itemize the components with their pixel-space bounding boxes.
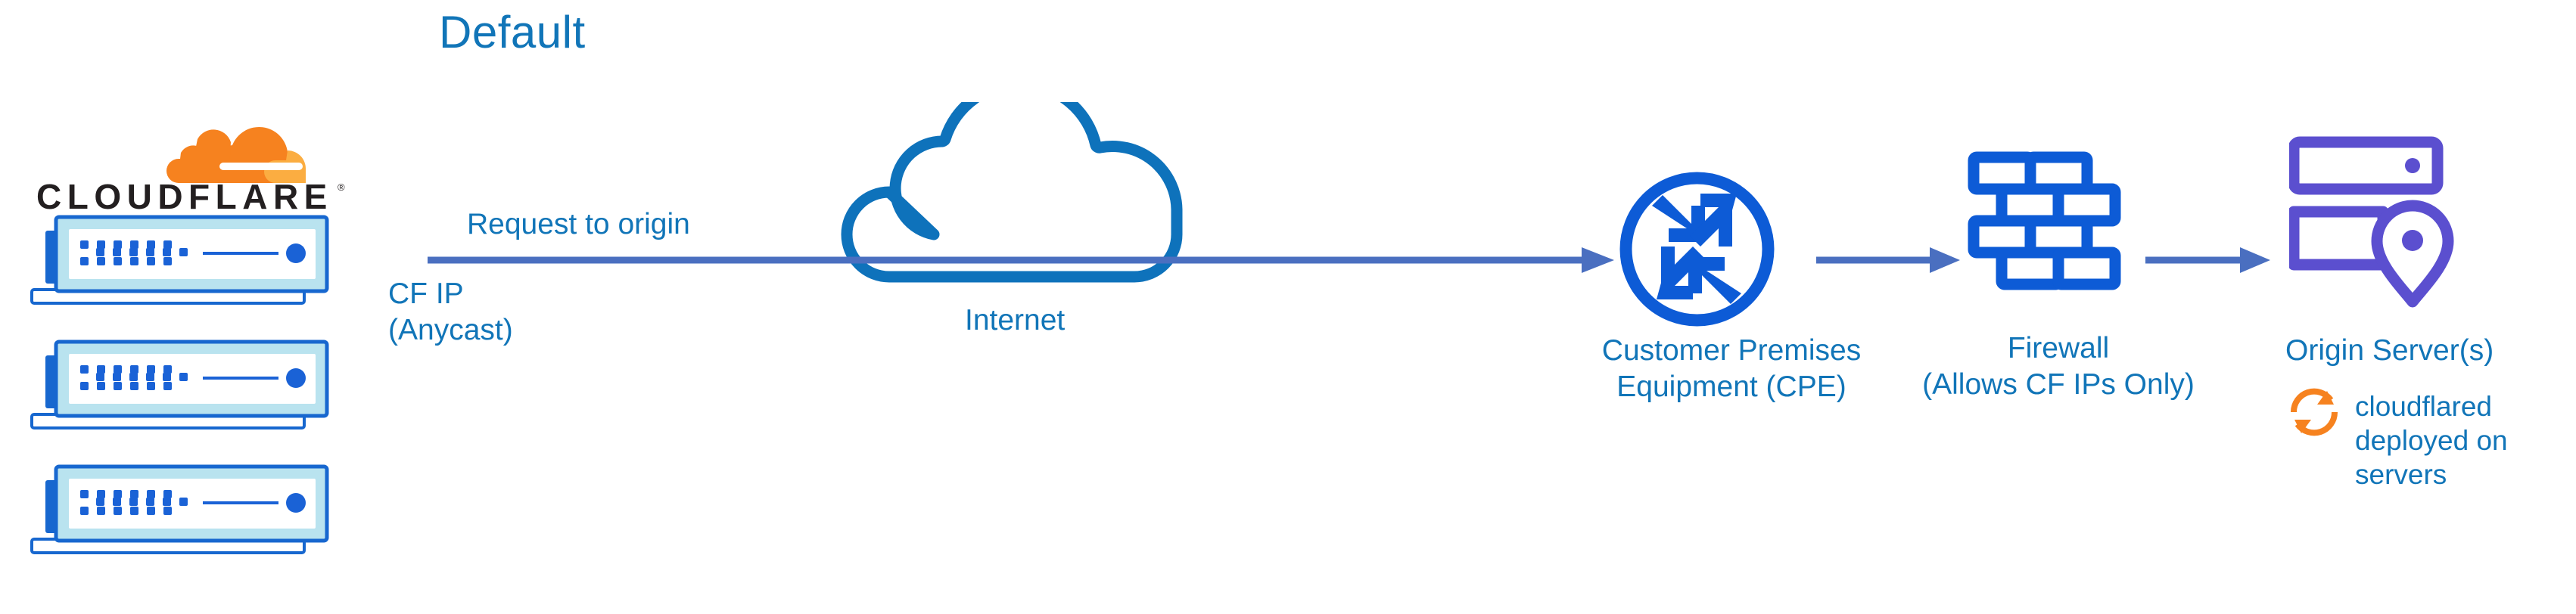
location-pin-icon: [2371, 200, 2454, 308]
cloudflare-server-rack: [29, 339, 331, 431]
label-customer-premises-equipment: Customer Premises Equipment (CPE): [1601, 334, 1862, 403]
cloudflare-server-rack: [29, 214, 331, 306]
firewall-brick-wall-icon: [1968, 151, 2123, 314]
flow-arrowhead-firewall: [1930, 247, 1960, 273]
cloudflare-wordmark: CLOUDFLARE: [36, 177, 333, 216]
server-led-dot: [2405, 158, 2420, 173]
router-icon: [1616, 168, 1778, 330]
flow-arrowhead-cpe: [1582, 247, 1614, 273]
label-cf-ip-anycast: CF IP (Anycast): [388, 278, 513, 346]
cloudflare-logo: CLOUDFLARE ®: [36, 106, 347, 216]
svg-text:CLOUDFLARE: CLOUDFLARE: [36, 177, 333, 216]
server-led-dots: [80, 240, 188, 265]
label-cloudflared-deployed: cloudflared deployed on servers: [2355, 391, 2508, 491]
server-led-dots: [80, 490, 188, 515]
registered-mark: ®: [338, 181, 345, 193]
label-request-to-origin: Request to origin: [467, 208, 690, 240]
server-led-dots: [80, 365, 188, 390]
cloudflare-server-rack: [29, 464, 331, 556]
label-firewall: Firewall (Allows CF IPs Only): [1922, 332, 2195, 401]
internet-cloud-icon: [836, 102, 1275, 329]
label-origin-server: Origin Server(s): [2285, 334, 2494, 367]
page-title: Default: [439, 7, 586, 57]
cloudflare-cloud-mark: [166, 126, 306, 183]
flow-arrowhead-origin: [2240, 247, 2270, 273]
origin-server-icon: [2289, 136, 2467, 314]
cloudflared-sync-icon: [2284, 382, 2344, 442]
label-internet: Internet: [965, 304, 1066, 336]
